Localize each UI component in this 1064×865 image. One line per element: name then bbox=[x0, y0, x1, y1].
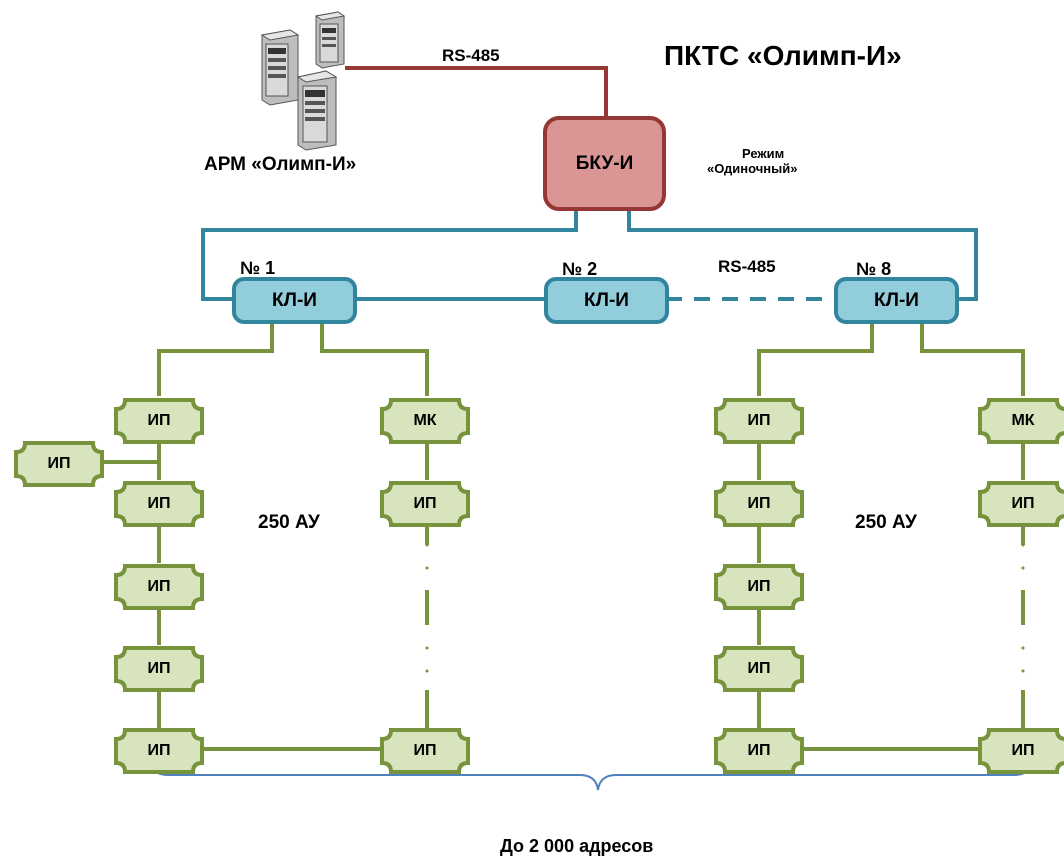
device-shape bbox=[978, 481, 1064, 527]
mk-label: МК bbox=[1011, 412, 1035, 429]
ip-device: ИП bbox=[14, 441, 104, 487]
kl-unit-2: КЛ-И bbox=[544, 277, 669, 324]
ip-label: ИП bbox=[147, 412, 171, 429]
page-title: ПКТС «Олимп-И» bbox=[664, 40, 902, 71]
footer-label: До 2 000 адресов bbox=[500, 836, 654, 856]
rs485-bus bbox=[201, 210, 978, 301]
mk-label: МК bbox=[413, 412, 437, 429]
ip-label: ИП bbox=[747, 660, 771, 677]
device-shape bbox=[14, 441, 104, 487]
ip-label: ИП bbox=[413, 742, 437, 759]
device-shape bbox=[114, 398, 204, 444]
range-brace bbox=[151, 761, 1031, 791]
kl-label: КЛ-И bbox=[874, 289, 919, 311]
ip-device: ИП bbox=[714, 481, 804, 527]
device-shape bbox=[114, 481, 204, 527]
ip-device: ИП bbox=[714, 728, 804, 774]
rs485-top-label: RS-485 bbox=[442, 46, 500, 65]
ip-label: ИП bbox=[1011, 495, 1035, 512]
ip-device: ИП bbox=[114, 564, 204, 610]
ip-label: ИП bbox=[747, 412, 771, 429]
kl-label: КЛ-И bbox=[272, 289, 317, 311]
ip-device: ИП bbox=[114, 481, 204, 527]
ip-label: ИП bbox=[47, 455, 71, 472]
kl-unit-8: КЛ-И bbox=[834, 277, 959, 324]
kl-label: КЛ-И bbox=[584, 289, 629, 311]
mk-device: МК bbox=[978, 398, 1064, 444]
dotted-continuation bbox=[425, 543, 1025, 673]
au-label-left: 250 АУ bbox=[258, 512, 320, 533]
ip-label: ИП bbox=[747, 495, 771, 512]
device-shape bbox=[714, 481, 804, 527]
ip-device: ИП bbox=[714, 564, 804, 610]
mk-device: МК bbox=[380, 398, 470, 444]
rs485-bus-label: RS-485 bbox=[718, 257, 776, 276]
ip-label: ИП bbox=[147, 742, 171, 759]
ip-label: ИП bbox=[747, 742, 771, 759]
device-shape bbox=[380, 398, 470, 444]
ip-device: ИП bbox=[114, 398, 204, 444]
ip-label: ИП bbox=[147, 660, 171, 677]
device-shape bbox=[380, 728, 470, 774]
loop-lines bbox=[100, 321, 1025, 751]
server-icon bbox=[260, 11, 346, 151]
ip-device: ИП bbox=[114, 728, 204, 774]
kl-unit-1: КЛ-И bbox=[232, 277, 357, 324]
bku-label: БКУ-И bbox=[575, 152, 634, 174]
ip-label: ИП bbox=[413, 495, 437, 512]
kl-number-8: № 8 bbox=[856, 259, 892, 279]
ip-device: ИП bbox=[380, 481, 470, 527]
kl-number-1: № 1 bbox=[240, 258, 276, 278]
arm-label: АРМ «Олимп-И» bbox=[204, 154, 357, 175]
device-shape bbox=[114, 564, 204, 610]
ip-device: ИП bbox=[714, 646, 804, 692]
ip-label: ИП bbox=[747, 578, 771, 595]
ip-device: ИП bbox=[114, 646, 204, 692]
bku-unit: БКУ-И bbox=[543, 116, 666, 211]
ip-device: ИП bbox=[978, 481, 1064, 527]
device-shape bbox=[978, 728, 1064, 774]
ip-label: ИП bbox=[1011, 742, 1035, 759]
device-shape bbox=[380, 481, 470, 527]
device-shape bbox=[714, 728, 804, 774]
ip-label: ИП bbox=[147, 578, 171, 595]
mode-line2: «Одиночный» bbox=[707, 161, 798, 176]
device-shape bbox=[714, 398, 804, 444]
device-shape bbox=[714, 646, 804, 692]
kl-number-2: № 2 bbox=[562, 259, 598, 279]
ip-device: ИП bbox=[380, 728, 470, 774]
device-shape bbox=[114, 728, 204, 774]
device-shape bbox=[978, 398, 1064, 444]
ip-device: ИП bbox=[714, 398, 804, 444]
rs485-top-line bbox=[345, 66, 608, 120]
ip-label: ИП bbox=[147, 495, 171, 512]
au-label-right: 250 АУ bbox=[855, 512, 917, 533]
mode-line1: Режим bbox=[742, 146, 785, 161]
device-shape bbox=[114, 646, 204, 692]
device-shape bbox=[714, 564, 804, 610]
ip-device: ИП bbox=[978, 728, 1064, 774]
